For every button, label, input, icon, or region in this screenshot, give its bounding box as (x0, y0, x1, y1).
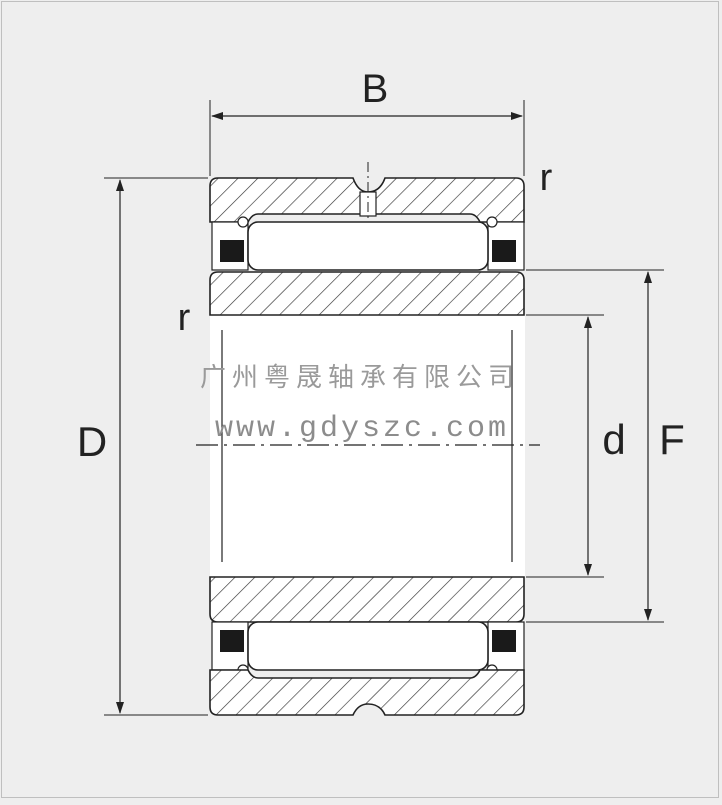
cage-dot (486, 216, 498, 228)
seal-lip-left-bottom (220, 630, 244, 652)
needle-roller-top (247, 221, 489, 271)
cage-dot (237, 216, 249, 228)
seal-lip-right-top (492, 240, 516, 262)
watermark-url: www.gdyszc.com (215, 412, 509, 446)
label-B: B (362, 67, 389, 111)
watermark-company: 广州粤晟轴承有限公司 (200, 363, 520, 393)
label-r-top: r (540, 157, 553, 199)
label-F: F (659, 416, 685, 463)
inner-ring-bottom (209, 576, 525, 623)
inner-ring-top (209, 271, 525, 316)
seal-lip-left-top (220, 240, 244, 262)
label-r-left: r (178, 297, 191, 339)
label-d: d (602, 416, 625, 463)
outer-ring-bottom (209, 669, 525, 716)
label-D: D (77, 418, 107, 465)
bore-area (210, 315, 525, 577)
seal-lip-right-bottom (492, 630, 516, 652)
needle-roller-bottom (247, 621, 489, 671)
